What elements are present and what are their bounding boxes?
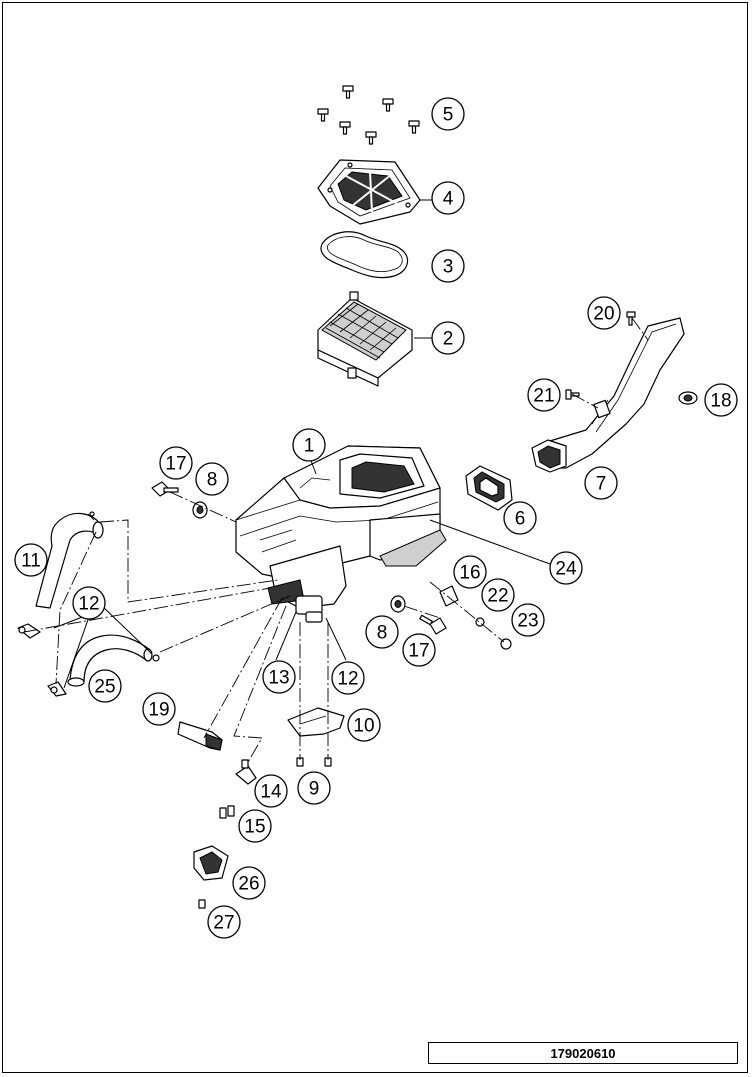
callout-11: 11 [14, 543, 48, 577]
svg-text:8: 8 [377, 623, 388, 644]
callout-5: 5 [431, 97, 465, 131]
svg-text:22: 22 [487, 586, 508, 607]
svg-text:3: 3 [443, 257, 454, 278]
screw-part-20 [626, 311, 636, 326]
callout-26: 26 [232, 866, 266, 900]
callout-8-left: 8 [195, 462, 229, 496]
callout-22: 22 [481, 578, 515, 612]
callout-18: 18 [704, 383, 738, 417]
assembly-lines [23, 317, 649, 763]
callout-23: 23 [511, 603, 545, 637]
bushing-part-8-left [192, 501, 208, 519]
callout-1: 1 [292, 428, 326, 462]
svg-text:27: 27 [213, 913, 234, 934]
svg-text:12: 12 [337, 669, 358, 690]
svg-text:7: 7 [596, 474, 607, 495]
air-filter-part-2 [317, 291, 413, 387]
svg-text:21: 21 [533, 386, 554, 407]
svg-text:12: 12 [78, 594, 99, 615]
callout-2: 2 [431, 321, 465, 355]
svg-text:24: 24 [555, 559, 577, 580]
svg-text:13: 13 [268, 668, 289, 689]
callout-4: 4 [431, 181, 465, 215]
sensor-part-19 [177, 721, 223, 751]
svg-text:17: 17 [165, 454, 186, 475]
callout-8-right: 8 [365, 615, 399, 649]
svg-text:17: 17 [408, 641, 429, 662]
rubber-boot-part-6 [465, 465, 513, 511]
svg-text:1: 1 [304, 436, 315, 457]
callout-20: 20 [587, 296, 621, 330]
bushing-part-8-right [390, 595, 406, 613]
svg-text:10: 10 [353, 716, 374, 737]
screw-part-17-right [419, 614, 447, 635]
callout-6: 6 [503, 501, 537, 535]
svg-text:26: 26 [238, 874, 259, 895]
intake-duct-part-7 [531, 317, 685, 473]
screws-part-9 [296, 757, 332, 767]
callout-17-right: 17 [402, 633, 436, 667]
bracket-part-26 [193, 845, 229, 881]
svg-text:25: 25 [94, 677, 115, 698]
screw-part-17-left [151, 481, 179, 497]
callout-9: 9 [297, 771, 331, 805]
callout-19: 19 [142, 692, 176, 726]
grommet-part-18 [678, 391, 698, 405]
airbox-housing-part-1 [235, 445, 447, 623]
svg-text:2: 2 [443, 329, 454, 350]
svg-text:6: 6 [515, 509, 526, 530]
callout-14: 14 [254, 774, 288, 808]
svg-text:16: 16 [459, 563, 480, 584]
callout-21: 21 [527, 378, 561, 412]
svg-text:20: 20 [593, 304, 614, 325]
svg-text:14: 14 [260, 782, 282, 803]
screw-set-part-5 [317, 85, 420, 145]
callout-7: 7 [584, 466, 618, 500]
callout-27: 27 [207, 905, 241, 939]
svg-text:18: 18 [710, 391, 731, 412]
callout-12-right: 12 [331, 661, 365, 695]
svg-text:19: 19 [148, 700, 169, 721]
svg-text:15: 15 [244, 817, 265, 838]
gasket-part-3 [320, 231, 409, 279]
callout-10: 10 [347, 708, 381, 742]
callout-16: 16 [453, 555, 487, 589]
callout-25: 25 [88, 669, 122, 703]
svg-text:11: 11 [21, 551, 41, 572]
bracket-part-10 [287, 707, 345, 737]
callout-15: 15 [238, 809, 272, 843]
filter-cover-part-4 [317, 159, 421, 225]
leader-lines [53, 199, 551, 689]
svg-text:4: 4 [443, 189, 454, 210]
document-number: 179020610 [428, 1042, 738, 1064]
svg-text:8: 8 [207, 470, 218, 491]
callout-17-left: 17 [159, 446, 193, 480]
svg-text:23: 23 [517, 611, 538, 632]
svg-text:9: 9 [309, 779, 320, 800]
screws-part-15 [219, 805, 235, 819]
callout-13: 13 [262, 660, 296, 694]
screw-part-27 [198, 899, 206, 909]
callout-24: 24 [549, 551, 583, 585]
sensor-part-14 [235, 759, 257, 785]
callout-12-left: 12 [72, 586, 106, 620]
svg-text:5: 5 [443, 105, 454, 126]
callout-3: 3 [431, 249, 465, 283]
